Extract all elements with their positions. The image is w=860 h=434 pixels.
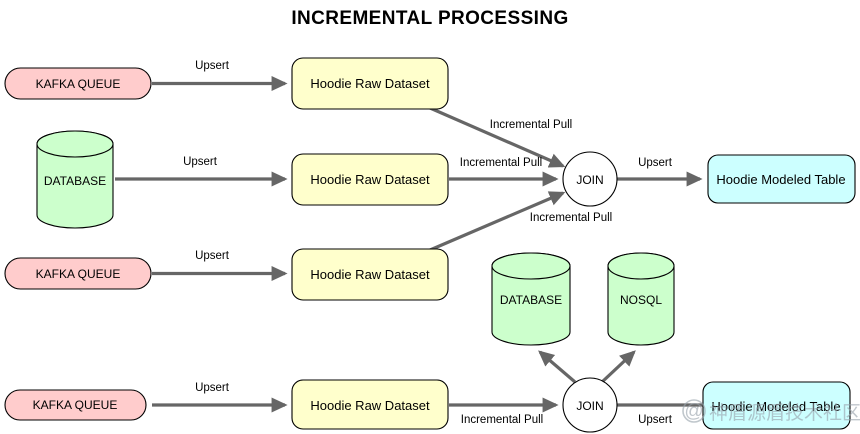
- watermark-text: 神盾源盾技术社区: [709, 402, 860, 424]
- kafka-queue-2-label: KAFKA QUEUE: [36, 267, 121, 281]
- edge-label-upsert-join-bottom: Upsert: [638, 414, 673, 426]
- hoodie-raw-3-shape: [291, 248, 449, 301]
- edge-label-incremental-pull-1: Incremental Pull: [490, 119, 572, 131]
- edge-join-bottom-to-nosql-sink: [600, 350, 636, 384]
- kafka-queue-2-shape: [4, 257, 152, 290]
- node-kafka-queue-2[interactable]: KAFKA QUEUE: [4, 257, 152, 290]
- node-hoodie-raw-dataset-1[interactable]: Hoodie Raw Dataset: [291, 57, 449, 110]
- edge-label-incremental-pull-4: Incremental Pull: [461, 414, 543, 426]
- edge-label-upsert-join-top: Upsert: [638, 157, 673, 169]
- edge-label-incremental-pull-3: Incremental Pull: [530, 212, 612, 224]
- join-bottom-shape: [562, 377, 618, 433]
- join-top-shape: [562, 151, 618, 207]
- nosql-sink-top: [607, 252, 675, 280]
- node-nosql-sink[interactable]: NOSQL: [607, 252, 675, 346]
- node-join-bottom[interactable]: JOIN: [562, 377, 618, 433]
- hoodie-modeled-1-shape: [707, 154, 856, 204]
- node-kafka-queue-1[interactable]: KAFKA QUEUE: [4, 67, 152, 100]
- hoodie-raw-1-label: Hoodie Raw Dataset: [310, 76, 430, 91]
- edge-label-upsert-1: Upsert: [195, 60, 230, 72]
- database-sink-label: DATABASE: [500, 293, 562, 307]
- edge-label-upsert-4: Upsert: [195, 382, 230, 394]
- node-hoodie-raw-dataset-2[interactable]: Hoodie Raw Dataset: [291, 153, 449, 206]
- node-kafka-queue-3[interactable]: KAFKA QUEUE: [4, 389, 147, 421]
- hoodie-raw-2-shape: [291, 153, 449, 206]
- kafka-queue-3-label: KAFKA QUEUE: [33, 398, 118, 412]
- hoodie-modeled-1-label: Hoodie Modeled Table: [716, 172, 845, 187]
- hoodie-raw-2-label: Hoodie Raw Dataset: [310, 172, 430, 187]
- node-database-sink[interactable]: DATABASE: [491, 252, 571, 346]
- edge-join-bottom-to-database-sink: [538, 350, 577, 384]
- kafka-queue-1-label: KAFKA QUEUE: [36, 77, 121, 91]
- database-source-top: [36, 130, 114, 158]
- watermark-at-circle-icon: [682, 399, 706, 423]
- join-top-label: JOIN: [576, 173, 603, 187]
- edge-label-upsert-2: Upsert: [183, 156, 218, 168]
- node-hoodie-modeled-table-1[interactable]: Hoodie Modeled Table: [707, 154, 856, 204]
- watermark: @ 神盾源盾技术社区: [682, 399, 860, 424]
- join-bottom-label: JOIN: [576, 399, 603, 413]
- hoodie-raw-4-shape: [291, 379, 449, 430]
- edge-label-upsert-3: Upsert: [195, 250, 230, 262]
- hoodie-raw-4-label: Hoodie Raw Dataset: [310, 398, 430, 413]
- hoodie-modeled-2-label: Hoodie Modeled Table: [711, 399, 840, 414]
- edge-raw1-to-join-top: [429, 106, 566, 168]
- hoodie-raw-3-label: Hoodie Raw Dataset: [310, 267, 430, 282]
- node-hoodie-raw-dataset-4[interactable]: Hoodie Raw Dataset: [291, 379, 449, 430]
- database-source-label: DATABASE: [44, 174, 106, 188]
- database-sink-top: [491, 252, 571, 280]
- kafka-queue-1-shape: [4, 67, 152, 100]
- edge-raw3-to-join-top: [429, 191, 566, 252]
- node-join-top[interactable]: JOIN: [562, 151, 618, 207]
- kafka-queue-3-shape: [4, 389, 147, 421]
- node-hoodie-raw-dataset-3[interactable]: Hoodie Raw Dataset: [291, 248, 449, 301]
- watermark-at-symbol: @: [684, 401, 703, 422]
- hoodie-raw-1-shape: [291, 57, 449, 110]
- edge-label-incremental-pull-2: Incremental Pull: [460, 157, 542, 169]
- page-title: INCREMENTAL PROCESSING: [291, 8, 568, 29]
- nosql-sink-label: NOSQL: [620, 293, 662, 307]
- node-hoodie-modeled-table-2[interactable]: Hoodie Modeled Table: [702, 381, 851, 430]
- node-database-source[interactable]: DATABASE: [36, 130, 114, 229]
